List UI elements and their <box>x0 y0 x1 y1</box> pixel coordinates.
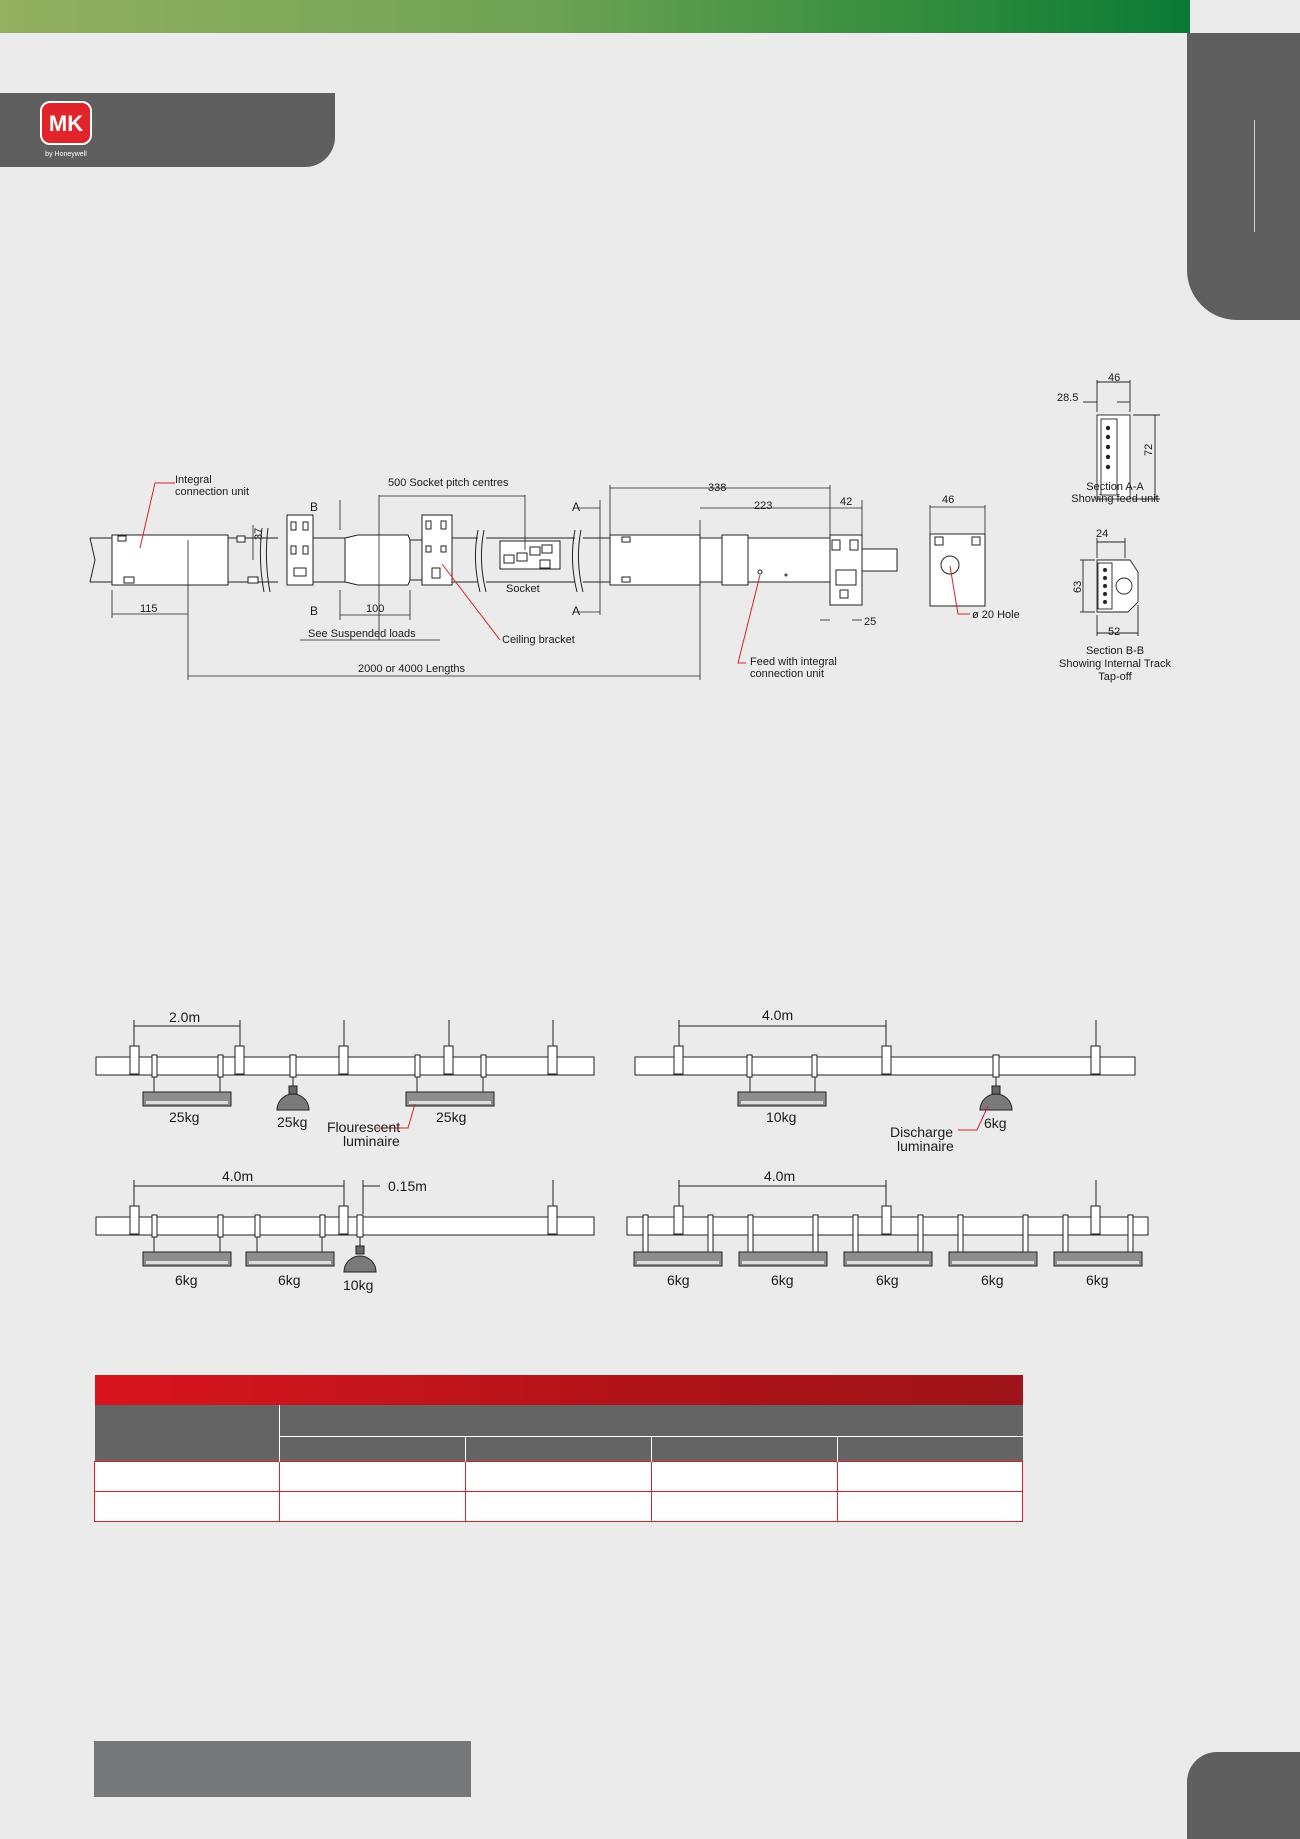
load-diagram-4: 4.0m 6kg 6kg 6kg 6kg 6kg <box>626 1168 1149 1288</box>
svg-text:B: B <box>310 500 318 514</box>
table-subheader-cell <box>837 1435 1023 1462</box>
load-diagram-3: 4.0m 0.15m 6kg 6kg 10kg <box>95 1168 595 1293</box>
table-title-bar <box>94 1375 1023 1405</box>
svg-text:25kg: 25kg <box>169 1109 199 1125</box>
svg-text:72: 72 <box>1143 444 1155 456</box>
svg-text:25kg: 25kg <box>277 1114 307 1130</box>
svg-text:Discharge: Discharge <box>890 1124 953 1140</box>
svg-text:10kg: 10kg <box>343 1277 373 1293</box>
svg-text:42: 42 <box>840 496 852 508</box>
svg-text:2.0m: 2.0m <box>169 1009 200 1025</box>
svg-text:Section B-B: Section B-B <box>1086 645 1144 657</box>
svg-text:Feed with integral: Feed with integral <box>750 656 837 668</box>
svg-text:Tap-off: Tap-off <box>1098 671 1132 683</box>
svg-text:6kg: 6kg <box>278 1272 301 1288</box>
section-bb-drawing <box>1080 538 1139 636</box>
side-tab <box>1187 33 1300 320</box>
table-header-cell <box>94 1405 280 1462</box>
page-number-tab <box>1187 1752 1300 1839</box>
table-header-cell <box>279 1405 1023 1437</box>
footer-bar <box>94 1741 471 1797</box>
svg-text:connection unit: connection unit <box>175 486 249 498</box>
table-row <box>94 1461 1023 1492</box>
svg-text:MK: MK <box>49 111 83 136</box>
svg-text:223: 223 <box>754 500 772 512</box>
svg-text:28.5: 28.5 <box>1057 392 1078 404</box>
svg-text:ø 20 Hole: ø 20 Hole <box>972 609 1020 621</box>
svg-text:luminaire: luminaire <box>897 1138 954 1154</box>
svg-text:6kg: 6kg <box>876 1272 899 1288</box>
table-row <box>94 1491 1023 1522</box>
svg-text:46: 46 <box>942 494 954 506</box>
svg-text:115: 115 <box>140 603 158 615</box>
svg-text:25kg: 25kg <box>436 1109 466 1125</box>
svg-text:A: A <box>572 500 580 514</box>
svg-text:63: 63 <box>1072 581 1084 593</box>
svg-text:Integral: Integral <box>175 474 212 486</box>
svg-text:100: 100 <box>366 603 384 615</box>
side-tab-divider <box>1254 120 1255 232</box>
svg-text:by Honeywell: by Honeywell <box>45 151 87 158</box>
svg-text:338: 338 <box>708 482 726 494</box>
table-subheader-cell <box>465 1435 652 1462</box>
svg-text:37: 37 <box>253 528 265 540</box>
svg-text:6kg: 6kg <box>771 1272 794 1288</box>
svg-text:B: B <box>310 604 318 618</box>
svg-text:6kg: 6kg <box>1086 1272 1109 1288</box>
svg-text:2000 or 4000 Lengths: 2000 or 4000 Lengths <box>358 663 466 675</box>
svg-text:A: A <box>572 604 580 618</box>
top-green-bar <box>0 0 1190 33</box>
svg-text:25: 25 <box>864 616 876 628</box>
svg-text:Ceiling bracket: Ceiling bracket <box>502 634 575 646</box>
svg-text:6kg: 6kg <box>175 1272 198 1288</box>
svg-text:Showing Internal Track: Showing Internal Track <box>1059 658 1171 670</box>
svg-text:0.15m: 0.15m <box>388 1178 427 1194</box>
svg-text:6kg: 6kg <box>981 1272 1004 1288</box>
table-subheader-cell <box>279 1435 466 1462</box>
svg-text:10kg: 10kg <box>766 1109 796 1125</box>
svg-text:6kg: 6kg <box>667 1272 690 1288</box>
section-aa-drawing <box>1083 380 1160 500</box>
svg-text:Section A-A: Section A-A <box>1086 481 1144 493</box>
table-subheader-cell <box>651 1435 838 1462</box>
svg-text:Flourescent: Flourescent <box>327 1119 400 1135</box>
load-table <box>94 1375 1023 1522</box>
svg-text:4.0m: 4.0m <box>764 1168 795 1184</box>
svg-text:luminaire: luminaire <box>343 1133 400 1149</box>
svg-text:4.0m: 4.0m <box>222 1168 253 1184</box>
svg-text:Socket: Socket <box>506 583 540 595</box>
svg-text:500 Socket pitch centres: 500 Socket pitch centres <box>388 477 509 489</box>
svg-text:See Suspended loads: See Suspended loads <box>308 628 416 640</box>
svg-text:6kg: 6kg <box>984 1115 1007 1131</box>
svg-text:24: 24 <box>1096 528 1108 540</box>
mk-logo: MK by Honeywell <box>40 101 94 161</box>
svg-text:52: 52 <box>1108 626 1120 638</box>
svg-text:connection unit: connection unit <box>750 668 824 680</box>
svg-text:46: 46 <box>1108 372 1120 384</box>
load-diagram-2: 4.0m 10kg 6kg Discharge luminaire <box>634 1007 1136 1154</box>
load-diagram-1: 2.0m 25kg 25kg 25kg Flourescent luminair… <box>95 1009 595 1149</box>
svg-text:Showing feed unit: Showing feed unit <box>1071 493 1158 505</box>
svg-text:4.0m: 4.0m <box>762 1007 793 1023</box>
